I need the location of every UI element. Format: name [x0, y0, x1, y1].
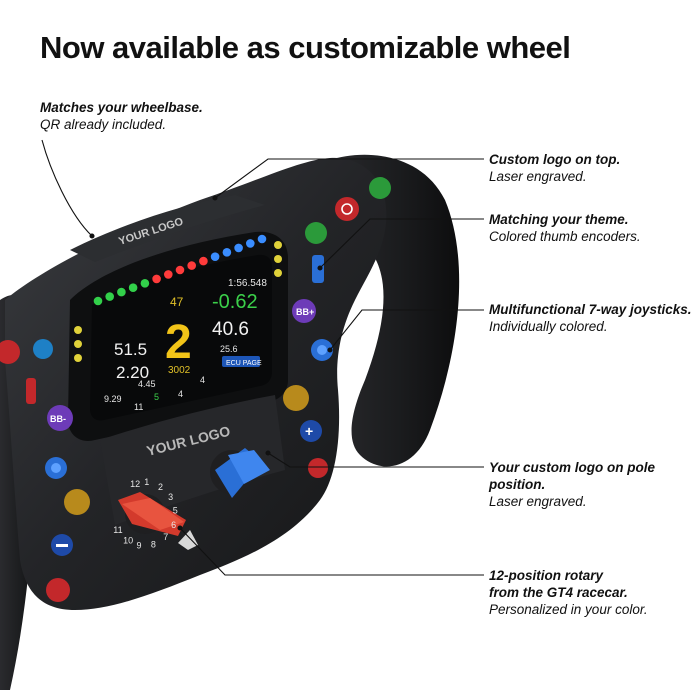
rotary-tick: 2 [158, 482, 163, 492]
rotary-tick: 11 [113, 525, 122, 535]
callout-logo-top-text: Laser engraved. [489, 169, 587, 184]
button-power [335, 197, 359, 221]
callout-logo-top: Custom logo on top. Laser engraved. [489, 151, 620, 185]
rotary-blue [210, 448, 270, 498]
callout-wheelbase: Matches your wheelbase. QR already inclu… [40, 99, 203, 133]
display-screen [90, 254, 272, 421]
button-hazard [308, 458, 328, 478]
brand-logo [178, 530, 198, 550]
display-rpm: 3002 [168, 365, 191, 376]
button-bb-plus [292, 299, 316, 323]
display-value-right-small: 25.6 [220, 344, 238, 354]
display-delta: -0.62 [212, 291, 258, 313]
left-led-stack [74, 326, 82, 362]
shift-led [152, 274, 161, 284]
leader-logo-top [214, 158, 484, 199]
shift-led [140, 279, 150, 288]
right-led-stack [274, 241, 282, 277]
display-value-left-4: 9.29 [104, 394, 122, 404]
top-logo-plate [70, 195, 265, 262]
button-horn [46, 578, 70, 602]
shift-led [199, 256, 208, 266]
button-plus [300, 420, 322, 442]
callout-logo-top-bold: Custom logo on top. [489, 152, 621, 167]
shift-led [210, 252, 220, 261]
wheel-buttons: BB+ + BB- [0, 177, 391, 602]
display-row-bottom-1: 5 [154, 392, 159, 402]
rotary-tick: 8 [151, 539, 156, 549]
callout-theme-bold: Matching your theme. [489, 212, 629, 227]
center-logo-plate [100, 395, 285, 525]
callout-joysticks-bold: Multifunctional 7-way joysticks. [489, 302, 692, 317]
display-row-bottom-0: 11 [134, 402, 143, 412]
callout-rotary-bold-2: from the GT4 racecar. [489, 585, 628, 600]
display-readouts: 47 1:56.548 -0.62 2 40.6 25.6 51.5 2.20 … [104, 278, 267, 412]
display-value-left-2: 2.20 [116, 363, 149, 382]
leader-rotary [179, 527, 484, 576]
button-bb-minus [47, 405, 73, 431]
button-lights [64, 489, 90, 515]
shift-led [246, 239, 255, 248]
leader-wheelbase [41, 139, 93, 237]
rotary-tick: 5 [173, 506, 178, 516]
callout-logo-pole-bold: Your custom logo on pole position. [489, 460, 655, 492]
callout-wheelbase-bold: Matches your wheelbase. [40, 100, 203, 115]
callout-joysticks: Multifunctional 7-way joysticks. Individ… [489, 301, 692, 335]
headline: Now available as customizable wheel [40, 30, 571, 65]
shift-led [128, 283, 138, 293]
display-row-bottom-2: 4 [178, 389, 183, 399]
display-value-right: 40.6 [212, 319, 249, 340]
display-top-small: 47 [170, 295, 184, 309]
button-limiter [0, 340, 20, 364]
rotary-red [118, 492, 186, 536]
display-value-left-3: 4.45 [138, 379, 156, 389]
shift-led [222, 248, 232, 257]
shift-led-bar [93, 234, 267, 306]
callout-logo-pole-text: Laser engraved. [489, 494, 587, 509]
button-mic-muted [305, 222, 327, 244]
display-value-left-1: 51.5 [114, 340, 147, 359]
display-gear: 2 [165, 316, 192, 369]
callout-rotary: 12-position rotary from the GT4 racecar.… [489, 567, 648, 618]
shift-led [117, 287, 126, 297]
leader-logo-pole [267, 452, 484, 468]
callout-theme-text: Colored thumb encoders. [489, 229, 641, 244]
display-laptime: 1:56.548 [228, 278, 267, 289]
leader-joysticks [329, 309, 484, 351]
shift-led [164, 270, 173, 279]
display-row-bottom-3: 4 [200, 375, 205, 385]
callout-rotary-text: Personalized in your color. [489, 602, 648, 617]
display-badge: ECU PAGE [226, 360, 262, 367]
shift-led [105, 292, 114, 301]
rocker-left [26, 378, 36, 404]
rotary-tick: 7 [163, 532, 168, 542]
callout-logo-pole: Your custom logo on pole position. Laser… [489, 459, 700, 510]
leader-theme [319, 218, 484, 269]
button-bb-minus-label: BB- [50, 414, 66, 424]
button-bb-plus-label: BB+ [296, 307, 314, 317]
shift-led [234, 243, 243, 253]
shift-led [257, 234, 267, 244]
callout-joysticks-text: Individually colored. [489, 319, 608, 334]
rotary-tick: 10 [123, 536, 133, 546]
callout-leaders [41, 139, 484, 576]
callout-wheelbase-text: QR already included. [40, 117, 167, 132]
callout-rotary-bold: 12-position rotary [489, 568, 604, 583]
shift-led [175, 265, 185, 275]
rotary-tick: 6 [171, 520, 176, 530]
rotary-tick: 9 [137, 541, 142, 551]
shift-led [187, 261, 196, 270]
button-cyan [33, 339, 53, 359]
svg-text:+: + [305, 423, 313, 439]
button-mic-green [369, 177, 391, 199]
button-wiper [283, 385, 309, 411]
shift-led [93, 296, 103, 306]
rotary-tick: 1 [144, 477, 149, 487]
rotary-tick: 12 [130, 479, 140, 489]
callout-theme: Matching your theme. Colored thumb encod… [489, 211, 641, 245]
rotary-tick: 3 [168, 492, 173, 502]
